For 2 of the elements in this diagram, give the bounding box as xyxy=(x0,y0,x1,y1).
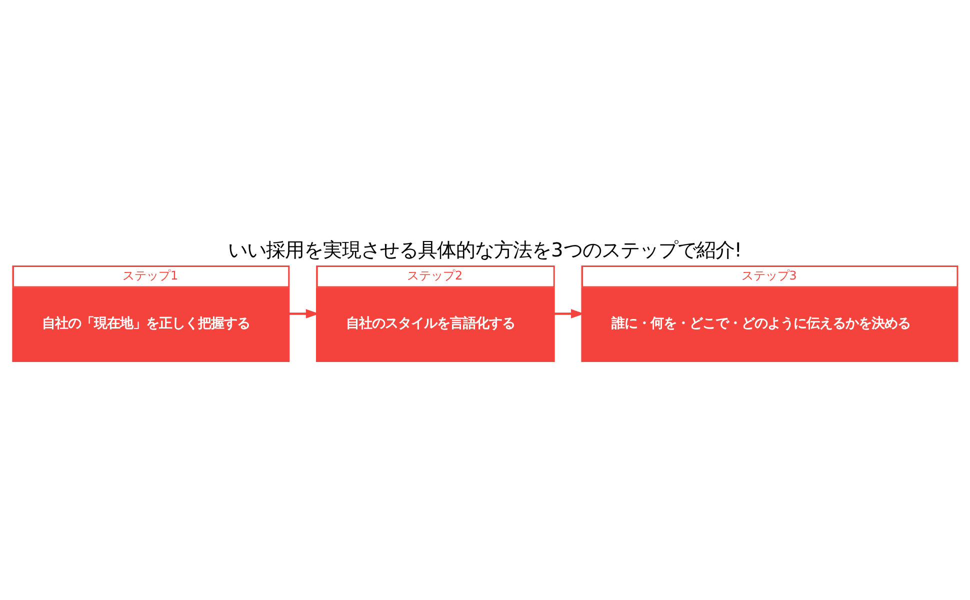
arrow xyxy=(554,309,584,318)
diagram-title: いい採用を実現させる具体的な方法を3つのステップで紹介! xyxy=(228,238,742,262)
